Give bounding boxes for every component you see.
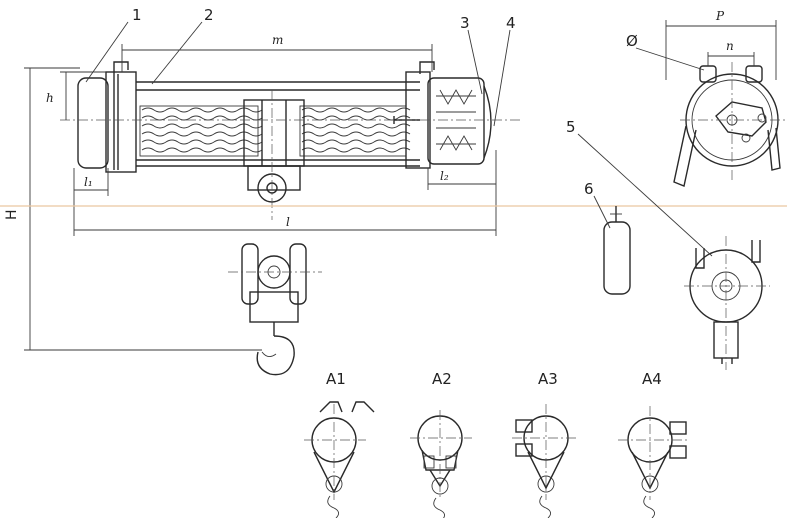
callout-6: 6: [584, 180, 594, 198]
dim-n: n: [726, 39, 734, 53]
callout-5: 5: [566, 118, 576, 136]
part-6-detail: [603, 206, 631, 295]
rope-drum: [139, 105, 411, 157]
variant-label-a2: A2: [432, 370, 452, 388]
motor-end-cap: [77, 77, 109, 169]
pulley-detail: [684, 236, 770, 370]
variant-label-a1: A1: [326, 370, 346, 388]
side-view: [635, 20, 787, 187]
gearbox: [393, 71, 492, 169]
callout-2: 2: [204, 6, 214, 24]
hoist-front-view: [60, 61, 520, 220]
dim-phi: Ø: [626, 32, 638, 50]
dimension-lines: [0, 44, 787, 351]
dim-l: l: [286, 215, 290, 229]
variant-label-a4: A4: [642, 370, 662, 388]
dim-H: H: [4, 209, 20, 220]
callout-3: 3: [460, 14, 470, 32]
variant-a4: [618, 406, 690, 518]
hook-assembly: [228, 243, 322, 376]
trolley-wheel-left: [113, 61, 129, 74]
dim-m: m: [272, 33, 283, 47]
callout-4: 4: [506, 14, 516, 32]
pulley-block: [247, 165, 301, 191]
dim-h: h: [46, 91, 54, 105]
callout-1: 1: [132, 6, 142, 24]
dim-P: P: [715, 9, 725, 23]
variant-a1: [304, 401, 375, 518]
motor-body: [105, 71, 137, 173]
dim-l2: l₂: [440, 169, 449, 183]
leader-lines: [85, 21, 713, 257]
variant-label-a3: A3: [538, 370, 558, 388]
trolley-wheel-right: [419, 61, 435, 74]
variant-a2: [410, 410, 472, 518]
variant-a3: [512, 404, 578, 518]
dim-l1: l₁: [84, 175, 93, 189]
